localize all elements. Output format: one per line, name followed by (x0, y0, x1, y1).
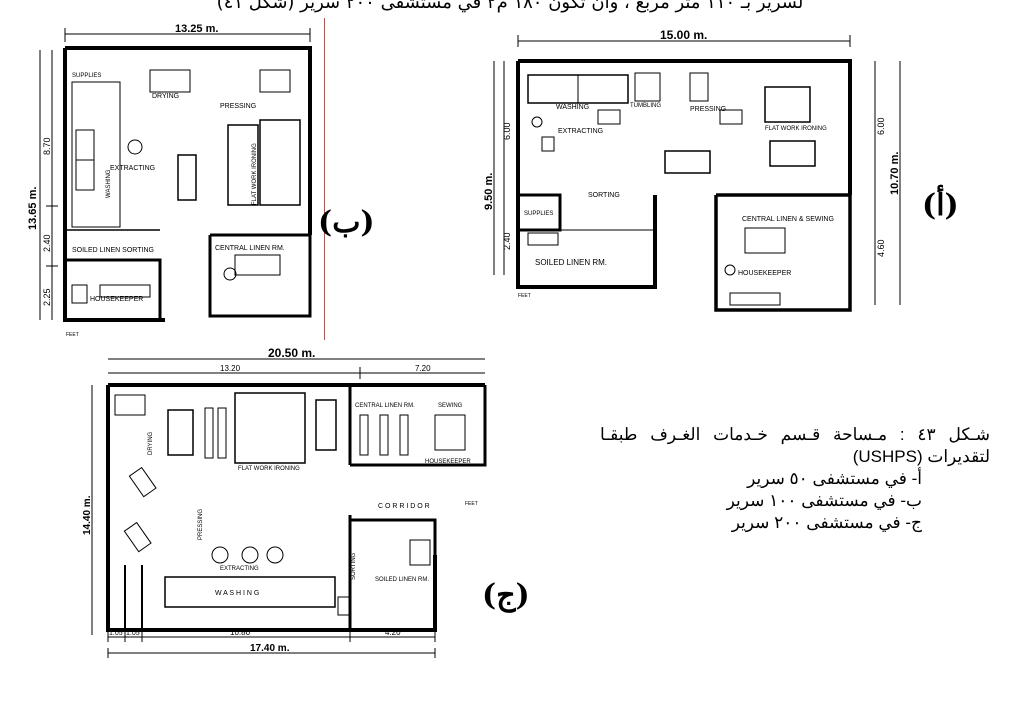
plan-b-dim-left-total: 13.65 m. (27, 187, 39, 230)
plan-b-housekeeper: HOUSEKEEPER (90, 296, 143, 303)
plan-a-central: CENTRAL LINEN & SEWING (742, 216, 834, 223)
plan-a-dim-top: 15.00 m. (660, 28, 707, 42)
plan-b-central: CENTRAL LINEN RM. (215, 245, 285, 252)
plan-c-dim-top: 20.50 m. (268, 346, 315, 360)
plan-a-dim-left-lower: 2.40 (502, 232, 512, 250)
plan-c-soiled: SOILED LINEN RM. (375, 577, 429, 583)
plan-c-extracting: EXTRACTING (220, 566, 259, 572)
caption-item-a: أ- في مستشفى ٥٠ سرير (747, 469, 922, 488)
plan-a-housekeeper: HOUSEKEEPER (738, 270, 791, 277)
plan-b-dim-left-c: 2.25 (42, 288, 52, 306)
plan-c-drying: DRYING (148, 431, 154, 455)
plan-b-pressing: PRESSING (220, 103, 256, 110)
plan-b-dim-left-b: 2.40 (42, 234, 52, 252)
caption-item-c: ج- في مستشفى ٢٠٠ سرير (731, 513, 922, 532)
caption-title: شـكل ٤٣ : مـساحة قـسم خـدمات الغـرف طبقـ… (600, 425, 990, 466)
plan-b-dim-top: 13.25 m. (175, 23, 218, 35)
plan-a-tumbling: TUMBLING (630, 103, 661, 109)
plan-c-sorting: SORTING (351, 552, 357, 580)
plan-a-pressing: PRESSING (690, 106, 726, 113)
plan-c-dim-bottom-a: 1.05 (109, 630, 123, 637)
plan-a-extracting: EXTRACTING (558, 128, 603, 135)
plan-c-housekeeper: HOUSEKEEPER (425, 459, 471, 465)
plan-a-flat-work: FLAT WORK IRONING (765, 126, 827, 132)
plan-b-label: (ب) (318, 205, 375, 240)
floor-plan-a: 15.00 m. 9.50 m. 6.00 2.40 10.70 m. 6.00… (483, 28, 901, 312)
plan-c-washing: W A S H I N G (215, 590, 259, 597)
plan-c-central: CENTRAL LINEN RM. (355, 403, 415, 409)
plan-b-extracting: EXTRACTING (110, 165, 155, 172)
plan-b-flat-work: FLAT WORK IRONING (252, 143, 258, 205)
plan-a-label: (أ) (922, 188, 959, 223)
plan-b-drying: DRYING (152, 93, 179, 100)
plan-b-supplies: SUPPLIES (72, 73, 101, 79)
plan-a-soiled: SOILED LINEN RM. (535, 258, 607, 267)
plan-c-dim-top-left: 13.20 (220, 364, 241, 373)
plan-c-label: (ج) (482, 578, 530, 613)
plan-c-dim-top-right: 7.20 (415, 364, 431, 373)
page-divider (324, 18, 325, 340)
plan-a-dim-left-total: 9.50 m. (483, 173, 495, 210)
floor-plan-c: 20.50 m. 13.20 7.20 14.40 m. DRYING FLAT… (82, 346, 487, 658)
plan-a-dim-right-upper: 6.00 (876, 117, 886, 135)
header-text: لسرير بـ ١١٠ متر مربع ، وأن تكون ١٨٠ م٢ … (216, 0, 804, 13)
plan-c-dim-left: 14.40 m. (82, 495, 93, 535)
plan-c-dim-bottom-total: 17.40 m. (250, 643, 290, 654)
floor-plan-b: 13.25 m. 13.65 m. 8.70 2.40 2.25 SUPPLIE… (27, 23, 312, 338)
plan-a-dim-right-total: 10.70 m. (889, 152, 901, 195)
plan-c-corridor: C O R R I D O R (378, 503, 430, 510)
plan-b-feet: FEET (66, 332, 79, 338)
plan-a-sorting: SORTING (588, 192, 620, 199)
plan-c-dim-bottom-c: 10.80 (230, 628, 251, 637)
caption-item-b: ب- في مستشفى ١٠٠ سرير (726, 491, 922, 510)
plan-c-dim-bottom-b: 1.05 (126, 630, 140, 637)
plan-a-supplies: SUPPLIES (524, 211, 553, 217)
plan-a-dim-right-lower: 4.60 (876, 239, 886, 257)
figure-caption: شـكل ٤٣ : مـساحة قـسم خـدمات الغـرف طبقـ… (600, 424, 990, 534)
plan-b-soiled: SOILED LINEN SORTING (72, 247, 154, 254)
plan-b-dim-left-a: 8.70 (42, 137, 52, 155)
plan-b-washing: WASHING (106, 169, 112, 198)
plan-c-sewing: SEWING (438, 403, 463, 409)
plan-a-dim-left-upper: 6.00 (502, 122, 512, 140)
plan-a-feet: FEET (518, 293, 531, 299)
plan-c-dim-bottom-d: 4.20 (385, 628, 401, 637)
plan-c-flat-work: FLAT WORK IRONING (238, 466, 300, 472)
plan-c-feet: FEET (465, 501, 478, 507)
plan-c-pressing: PRESSING (198, 509, 204, 540)
plan-a-washing: WASHING (556, 104, 589, 111)
